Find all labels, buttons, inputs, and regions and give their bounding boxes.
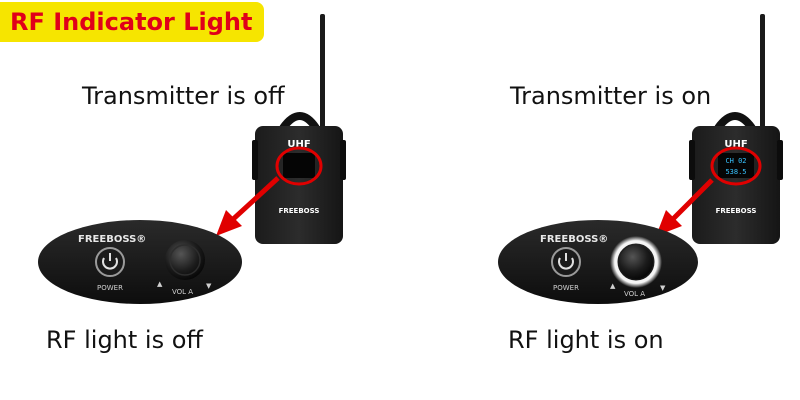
left-panel: UHF FREEBOSS FREEBOSS® POWER ▲ ▼ (38, 14, 346, 304)
power-button (95, 247, 125, 277)
right-panel: UHF CH 02 538.5 FREEBOSS FREEBOSS® POWER (498, 14, 783, 304)
screen-highlight-circle (710, 146, 762, 186)
device-band-label: UHF (287, 139, 310, 150)
panel-right-bottom-caption: RF light is on (508, 326, 664, 354)
volume-knob (610, 236, 662, 288)
screen-frequency: 538.5 (725, 168, 746, 176)
title-badge: RF Indicator Light (0, 2, 265, 42)
power-label: POWER (553, 284, 579, 292)
power-button (551, 247, 581, 277)
panel-right-top-caption: Transmitter is on (510, 82, 712, 110)
panel-left-top-caption: Transmitter is off (82, 82, 285, 110)
page-title: RF Indicator Light (10, 8, 253, 36)
volume-knob (165, 240, 205, 280)
power-label: POWER (97, 284, 123, 292)
device-screen (718, 153, 754, 178)
screen-channel: CH 02 (725, 157, 746, 165)
closeup-brand: FREEBOSS® (540, 234, 608, 245)
power-icon (102, 257, 118, 270)
device-brand: FREEBOSS (279, 207, 320, 215)
antenna (760, 14, 765, 132)
pointer-arrow (656, 178, 714, 236)
transmitter-device: UHF FREEBOSS (252, 112, 346, 244)
closeup-panel: FREEBOSS® POWER ▲ ▼ VOL A (498, 220, 698, 304)
volume-down-icon: ▼ (206, 282, 212, 290)
panel-left-bottom-caption: RF light is off (46, 326, 203, 354)
volume-up-icon: ▲ (157, 280, 163, 288)
closeup-brand: FREEBOSS® (78, 234, 146, 245)
power-icon (558, 257, 574, 270)
antenna (320, 14, 325, 132)
volume-up-icon: ▲ (610, 282, 616, 290)
transmitter-device: UHF CH 02 538.5 FREEBOSS (689, 112, 783, 244)
volume-label: VOL A (624, 290, 645, 298)
device-band-label: UHF (724, 139, 747, 150)
screen-highlight-circle (275, 146, 323, 186)
pointer-arrow (216, 176, 280, 236)
volume-down-icon: ▼ (660, 284, 666, 292)
closeup-panel: FREEBOSS® POWER ▲ ▼ VOL A (38, 220, 242, 304)
device-brand: FREEBOSS (716, 207, 757, 215)
volume-label: VOL A (172, 288, 193, 296)
device-screen (283, 153, 315, 178)
